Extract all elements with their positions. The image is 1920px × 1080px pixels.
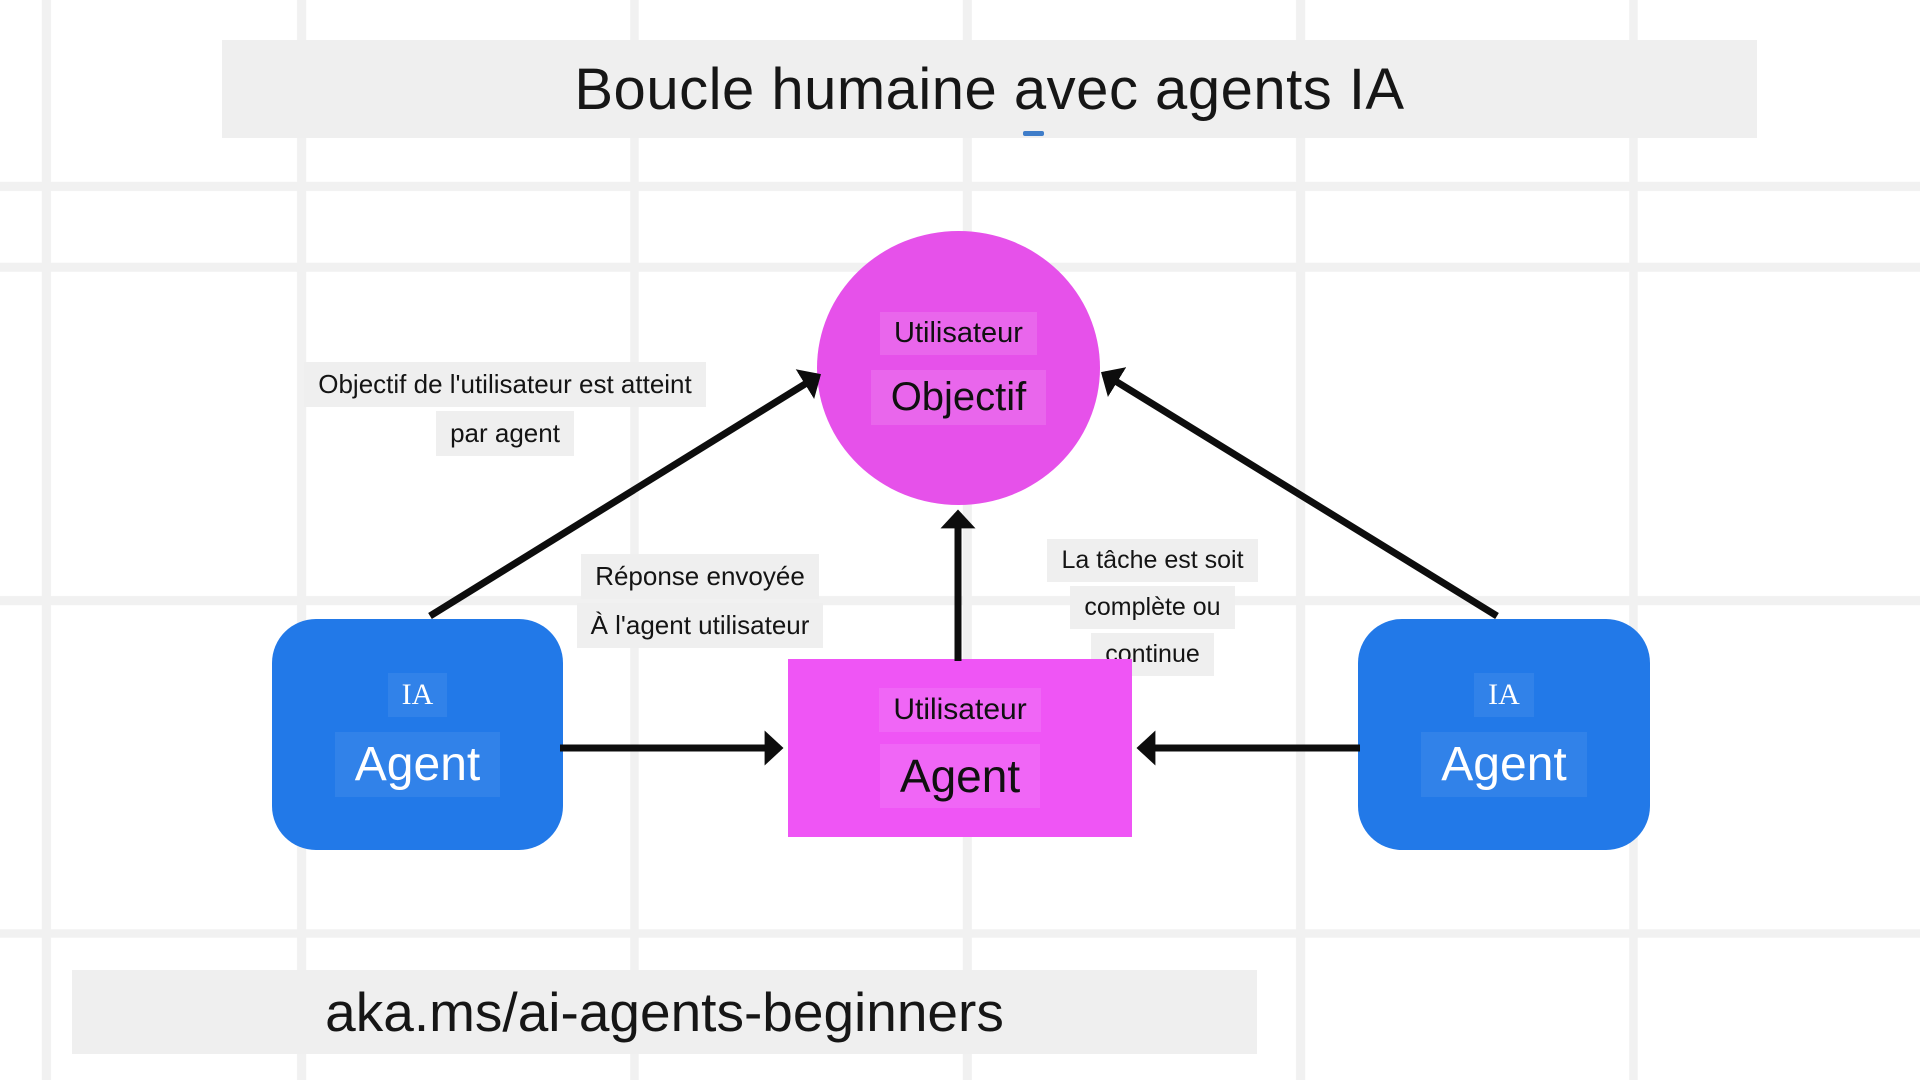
edge-label-line: par agent (436, 411, 574, 456)
node-label: Agent (334, 731, 501, 797)
edge-label-line: complète ou (1070, 586, 1235, 629)
node-label: Agent (879, 744, 1041, 808)
node-ai-agent-right: IA Agent (1358, 619, 1650, 850)
node-ai-agent-left: IA Agent (272, 619, 563, 850)
node-label: Agent (1421, 731, 1587, 797)
node-user-agent: Utilisateur Agent (788, 659, 1132, 837)
node-label: Utilisateur (879, 688, 1041, 732)
diagram-title: Boucle humaine avec agents IA (222, 40, 1757, 138)
edge-label-response-sent: Réponse envoyée À l'agent utilisateur (560, 552, 840, 650)
blue-dash-decoration (1023, 131, 1044, 136)
edge-label-line: Objectif de l'utilisateur est atteint (304, 362, 706, 407)
edge-label-line: La tâche est soit (1047, 539, 1258, 582)
edge-label-task-status: La tâche est soit complète ou continue (1040, 537, 1265, 678)
node-label: Utilisateur (880, 311, 1037, 355)
node-user-goal: Utilisateur Objectif (817, 231, 1100, 505)
edge-label-line: Réponse envoyée (581, 554, 819, 599)
footer-link: aka.ms/ai-agents-beginners (72, 970, 1257, 1054)
edge-label-goal-reached: Objectif de l'utilisateur est atteint pa… (300, 360, 710, 458)
node-label: IA (387, 672, 448, 717)
node-label: IA (1474, 672, 1534, 717)
node-label: Objectif (870, 369, 1047, 425)
edge-label-line: À l'agent utilisateur (576, 603, 824, 648)
